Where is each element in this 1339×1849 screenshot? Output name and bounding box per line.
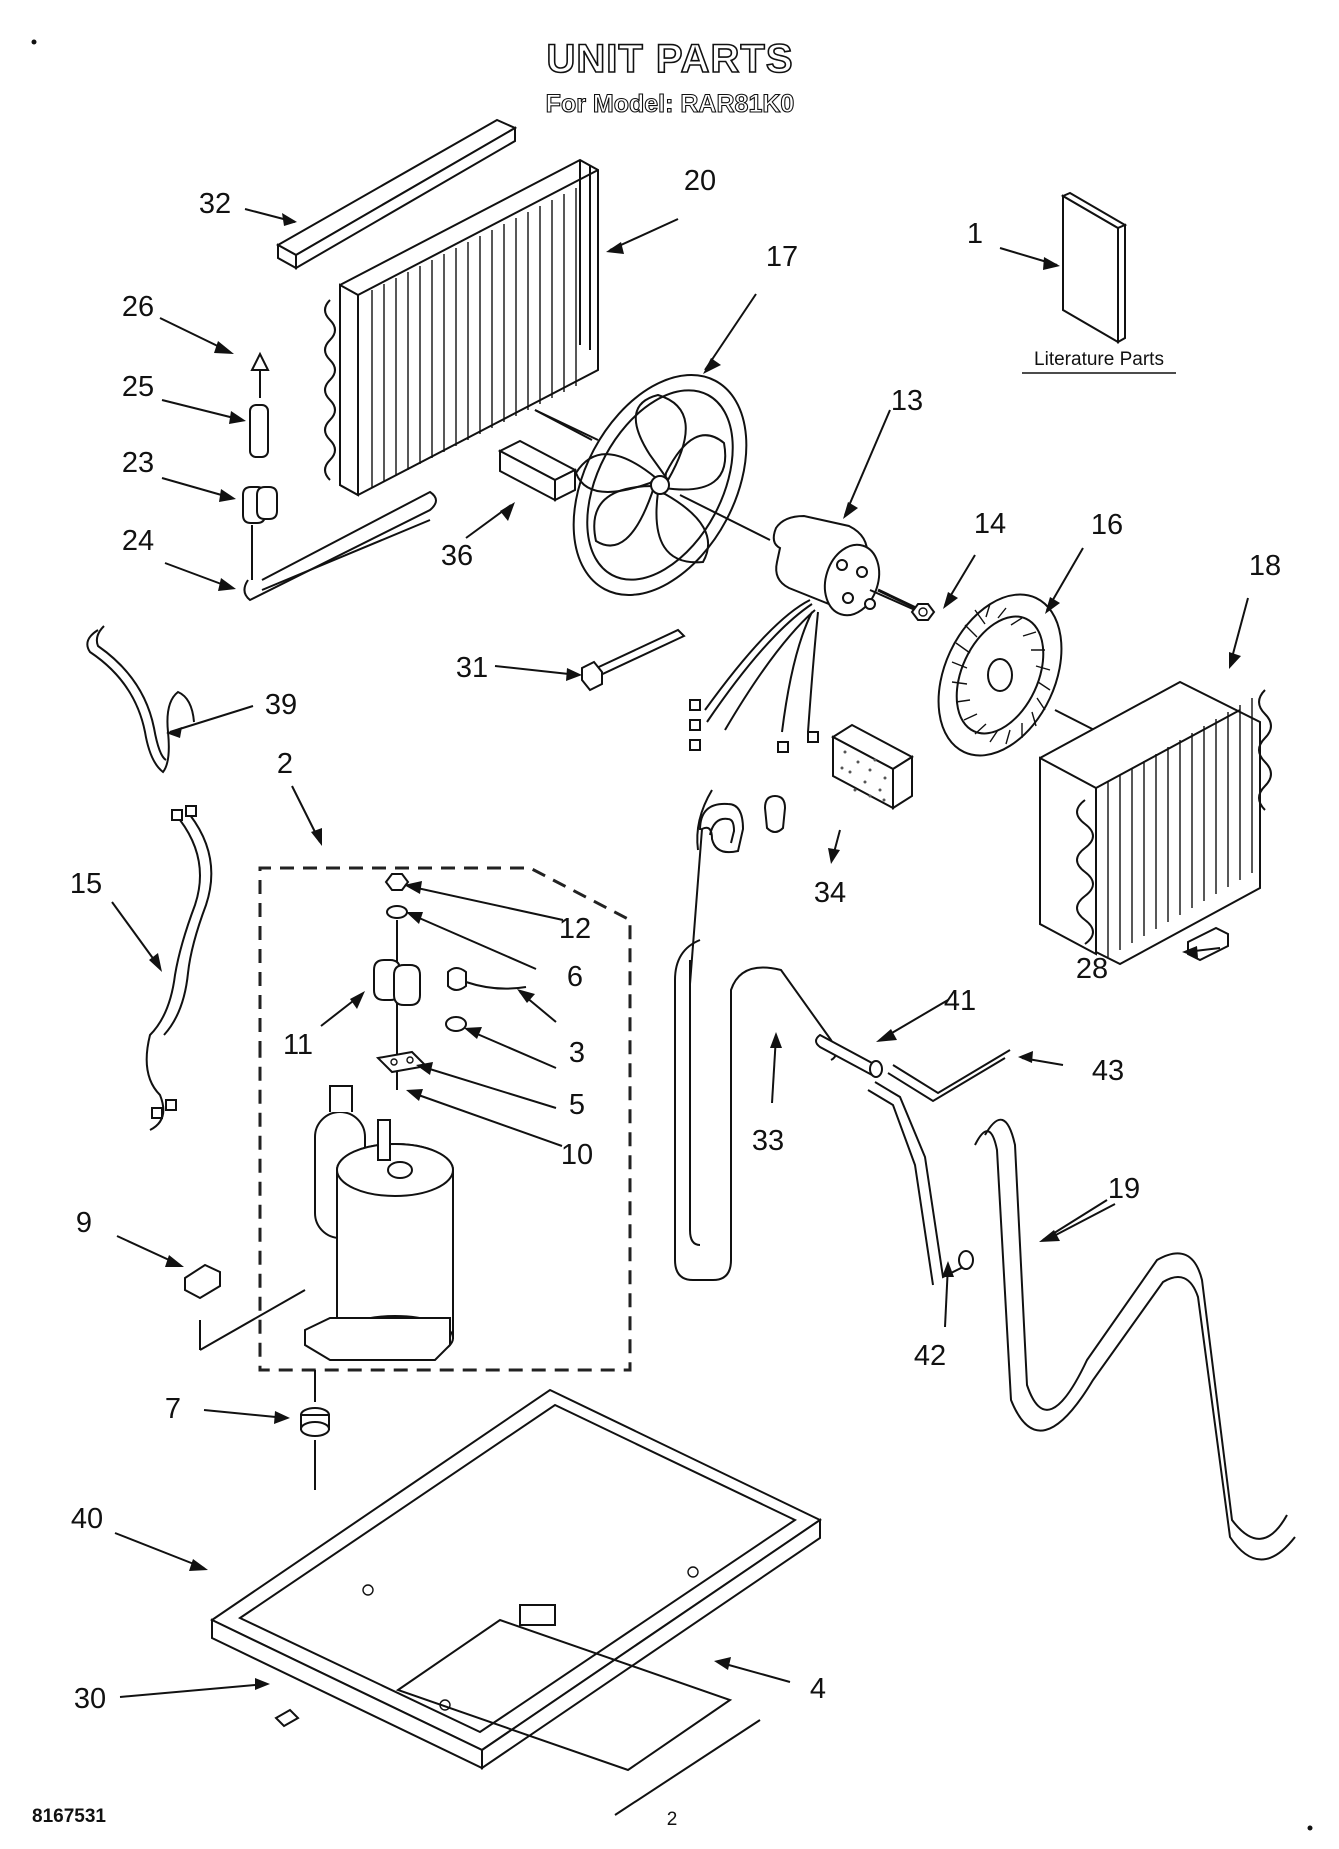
callout-26: 26 bbox=[122, 291, 154, 323]
callout-9: 9 bbox=[76, 1207, 92, 1239]
compressor-assembly-outline bbox=[258, 866, 632, 1372]
support-rod-part bbox=[86, 625, 195, 774]
callout-31: 31 bbox=[456, 652, 488, 684]
tube-19-part bbox=[974, 1118, 1296, 1561]
callout-25: 25 bbox=[122, 371, 154, 403]
callout-14: 14 bbox=[974, 508, 1006, 540]
callout-18: 18 bbox=[1249, 550, 1281, 582]
footer-mark bbox=[1307, 1825, 1313, 1831]
tube-42-part bbox=[867, 1081, 974, 1286]
callout-33: 33 bbox=[752, 1125, 784, 1157]
cable-tie-part bbox=[581, 628, 686, 692]
callout-5: 5 bbox=[569, 1089, 585, 1121]
evaporator-coil-part bbox=[1039, 680, 1272, 966]
callout-10: 10 bbox=[561, 1139, 593, 1171]
nut-part bbox=[910, 603, 936, 621]
callout-3: 3 bbox=[569, 1037, 585, 1069]
page-title: UNIT PARTS bbox=[546, 37, 793, 81]
filter-pad-part bbox=[831, 723, 914, 810]
tube-43-part bbox=[887, 1049, 1011, 1103]
capillary-assembly-part bbox=[242, 351, 437, 602]
page-number: 2 bbox=[667, 1809, 678, 1830]
callout-20: 20 bbox=[684, 165, 716, 197]
callout-23: 23 bbox=[122, 447, 154, 479]
leader-lines bbox=[111, 208, 1249, 1698]
grommet-part bbox=[300, 1370, 330, 1490]
callout-7: 7 bbox=[165, 1393, 181, 1425]
fan-motor-part bbox=[689, 514, 921, 753]
callout-30: 30 bbox=[74, 1683, 106, 1715]
doc-number: 8167531 bbox=[32, 1806, 106, 1827]
condenser-coil-part bbox=[324, 158, 599, 497]
tubing-33-part bbox=[674, 789, 837, 1281]
literature-part bbox=[1060, 191, 1128, 344]
callout-17: 17 bbox=[766, 241, 798, 273]
foam-block-part bbox=[497, 439, 578, 502]
callout-1: 1 bbox=[967, 218, 983, 250]
corner-mark bbox=[31, 39, 37, 45]
base-pan-part bbox=[210, 1388, 822, 1816]
callout-40: 40 bbox=[71, 1503, 103, 1535]
callout-28: 28 bbox=[1076, 953, 1108, 985]
callout-34: 34 bbox=[814, 877, 846, 909]
callout-6: 6 bbox=[567, 961, 583, 993]
callout-4: 4 bbox=[810, 1673, 826, 1705]
callout-39: 39 bbox=[265, 689, 297, 721]
callout-42: 42 bbox=[914, 1340, 946, 1372]
callout-12: 12 bbox=[559, 913, 591, 945]
callout-16: 16 bbox=[1091, 509, 1123, 541]
literature-parts-label: Literature Parts bbox=[1034, 349, 1164, 370]
callout-24: 24 bbox=[122, 525, 154, 557]
callout-11: 11 bbox=[283, 1029, 313, 1061]
wire-harness-part bbox=[145, 805, 213, 1131]
terminal-components-part bbox=[373, 873, 527, 1090]
bracket-part bbox=[184, 1263, 221, 1300]
callout-2: 2 bbox=[277, 748, 293, 780]
compressor-part bbox=[199, 1085, 454, 1361]
small-clip-part bbox=[274, 1708, 300, 1728]
callout-19: 19 bbox=[1108, 1173, 1140, 1205]
connector-41-part bbox=[815, 1033, 883, 1078]
callout-43: 43 bbox=[1092, 1055, 1124, 1087]
gasket-strip-part bbox=[275, 118, 518, 270]
callout-41: 41 bbox=[944, 985, 976, 1017]
callout-32: 32 bbox=[199, 188, 231, 220]
fan-blade-part bbox=[534, 374, 771, 596]
callout-13: 13 bbox=[891, 385, 923, 417]
page-subtitle: For Model: RAR81K0 bbox=[546, 90, 795, 118]
callout-15: 15 bbox=[70, 868, 102, 900]
callout-36: 36 bbox=[441, 540, 473, 572]
blower-wheel-part bbox=[937, 593, 1111, 757]
